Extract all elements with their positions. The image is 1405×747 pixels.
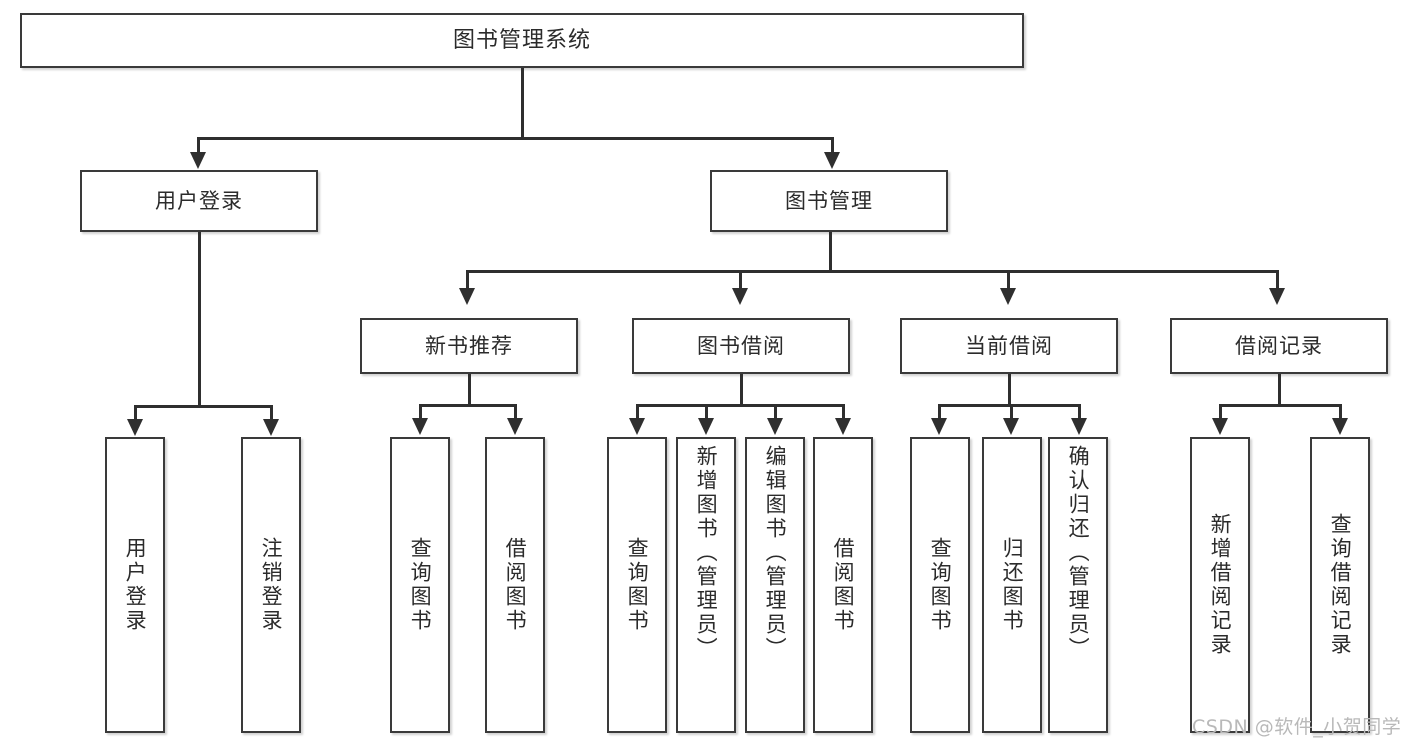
connector-user-login-to-leaf-1 [134, 405, 137, 427]
node-label: 用户登录 [123, 537, 148, 633]
arrowhead-cb-leaf-3 [1071, 418, 1087, 435]
node-label: 新增图书（管理员） [694, 445, 719, 661]
leaf-current-borrow-return-book[interactable]: 归还图书 [982, 437, 1042, 733]
connector-user-login-to-leaf-2 [270, 405, 273, 427]
arrowhead-bm-to-book-borrow [732, 288, 748, 305]
node-label: 图书管理 [785, 188, 873, 213]
connector-bm-to-current-borrow [1007, 270, 1010, 296]
arrowhead-cb-leaf-1 [931, 418, 947, 435]
connector-root-stem [521, 68, 524, 138]
node-label: 编辑图书（管理员） [763, 445, 788, 661]
arrowhead-bm-to-current-borrow [1000, 288, 1016, 305]
node-label: 归还图书 [1000, 537, 1025, 633]
arrowhead-bb-leaf-3 [767, 418, 783, 435]
connector-root-to-user-login [197, 137, 200, 162]
leaf-user-login-login[interactable]: 用户登录 [105, 437, 165, 733]
node-book-borrow[interactable]: 图书借阅 [632, 318, 850, 374]
leaf-book-borrow-edit-book-admin[interactable]: 编辑图书（管理员） [745, 437, 805, 733]
node-label: 图书借阅 [697, 333, 785, 358]
arrowhead-root-to-book-management [824, 152, 840, 169]
leaf-book-borrow-add-book-admin[interactable]: 新增图书（管理员） [676, 437, 736, 733]
node-label: 借阅记录 [1235, 333, 1323, 358]
leaf-current-borrow-query-book[interactable]: 查询图书 [910, 437, 970, 733]
arrowhead-bb-leaf-4 [835, 418, 851, 435]
node-label: 确认归还（管理员） [1066, 445, 1091, 661]
arrowhead-bm-to-borrow-record [1269, 288, 1285, 305]
node-label: 查询图书 [625, 537, 650, 633]
leaf-user-login-logout[interactable]: 注销登录 [241, 437, 301, 733]
connector-user-login-bus [134, 405, 272, 408]
node-label: 图书管理系统 [452, 27, 591, 53]
node-label: 新书推荐 [425, 333, 513, 358]
node-label: 新增借阅记录 [1208, 513, 1233, 657]
connector-user-login-stem [198, 232, 201, 407]
connector-book-borrow-stem [740, 374, 743, 406]
connector-borrow-record-stem [1278, 374, 1281, 406]
node-user-login[interactable]: 用户登录 [80, 170, 318, 232]
watermark-text: CSDN @软件_小贺同学 [1192, 716, 1402, 738]
connector-cb-to-leaf-1 [938, 404, 941, 426]
arrowhead-user-login-leaf-1 [127, 419, 143, 436]
arrowhead-root-to-user-login [190, 152, 206, 169]
connector-new-book-stem [468, 374, 471, 406]
connector-borrow-record-bus [1219, 404, 1341, 407]
node-label: 查询图书 [408, 537, 433, 633]
node-label: 当前借阅 [965, 333, 1053, 358]
connector-bm-to-book-borrow [739, 270, 742, 296]
leaf-book-borrow-query-book[interactable]: 查询图书 [607, 437, 667, 733]
arrowhead-nb-leaf-1 [412, 418, 428, 435]
connector-bb-to-leaf-3 [774, 404, 777, 426]
arrowhead-cb-leaf-2 [1003, 418, 1019, 435]
connector-current-borrow-bus [938, 404, 1080, 407]
arrowhead-br-leaf-2 [1332, 418, 1348, 435]
leaf-current-borrow-confirm-return-admin[interactable]: 确认归还（管理员） [1048, 437, 1108, 733]
connector-nb-to-leaf-2 [514, 404, 517, 426]
node-label: 查询借阅记录 [1328, 513, 1353, 657]
node-current-borrow[interactable]: 当前借阅 [900, 318, 1118, 374]
arrowhead-br-leaf-1 [1212, 418, 1228, 435]
node-book-management[interactable]: 图书管理 [710, 170, 948, 232]
node-new-book-recommend[interactable]: 新书推荐 [360, 318, 578, 374]
leaf-new-book-query-book[interactable]: 查询图书 [390, 437, 450, 733]
leaf-borrow-record-query-record[interactable]: 查询借阅记录 [1310, 437, 1370, 733]
connector-bb-to-leaf-1 [636, 404, 639, 426]
connector-br-to-leaf-2 [1339, 404, 1342, 426]
arrowhead-nb-leaf-2 [507, 418, 523, 435]
connector-br-to-leaf-1 [1219, 404, 1222, 426]
node-label: 用户登录 [155, 188, 243, 213]
leaf-borrow-record-add-record[interactable]: 新增借阅记录 [1190, 437, 1250, 733]
node-book-management-system[interactable]: 图书管理系统 [20, 13, 1024, 68]
arrowhead-user-login-leaf-2 [263, 419, 279, 436]
node-label: 注销登录 [259, 537, 284, 633]
connector-root-bus [197, 137, 833, 140]
connector-new-book-bus [419, 404, 517, 407]
connector-bb-to-leaf-4 [842, 404, 845, 426]
connector-cb-to-leaf-3 [1078, 404, 1081, 426]
node-label: 借阅图书 [831, 537, 856, 633]
connector-bm-to-new-book [466, 270, 469, 296]
connector-cb-to-leaf-2 [1010, 404, 1013, 426]
node-label: 查询图书 [928, 537, 953, 633]
connector-bm-to-borrow-record [1276, 270, 1279, 296]
arrowhead-bb-leaf-2 [698, 418, 714, 435]
connector-book-management-bus [466, 270, 1278, 273]
node-borrow-record[interactable]: 借阅记录 [1170, 318, 1388, 374]
node-label: 借阅图书 [503, 537, 528, 633]
connector-current-borrow-stem [1008, 374, 1011, 406]
connector-book-management-stem [829, 232, 832, 272]
arrowhead-bm-to-new-book [459, 288, 475, 305]
connector-root-to-book-management [831, 137, 834, 162]
arrowhead-bb-leaf-1 [629, 418, 645, 435]
leaf-book-borrow-borrow-book[interactable]: 借阅图书 [813, 437, 873, 733]
connector-nb-to-leaf-1 [419, 404, 422, 426]
connector-bb-to-leaf-2 [705, 404, 708, 426]
connector-book-borrow-bus [636, 404, 844, 407]
leaf-new-book-borrow-book[interactable]: 借阅图书 [485, 437, 545, 733]
